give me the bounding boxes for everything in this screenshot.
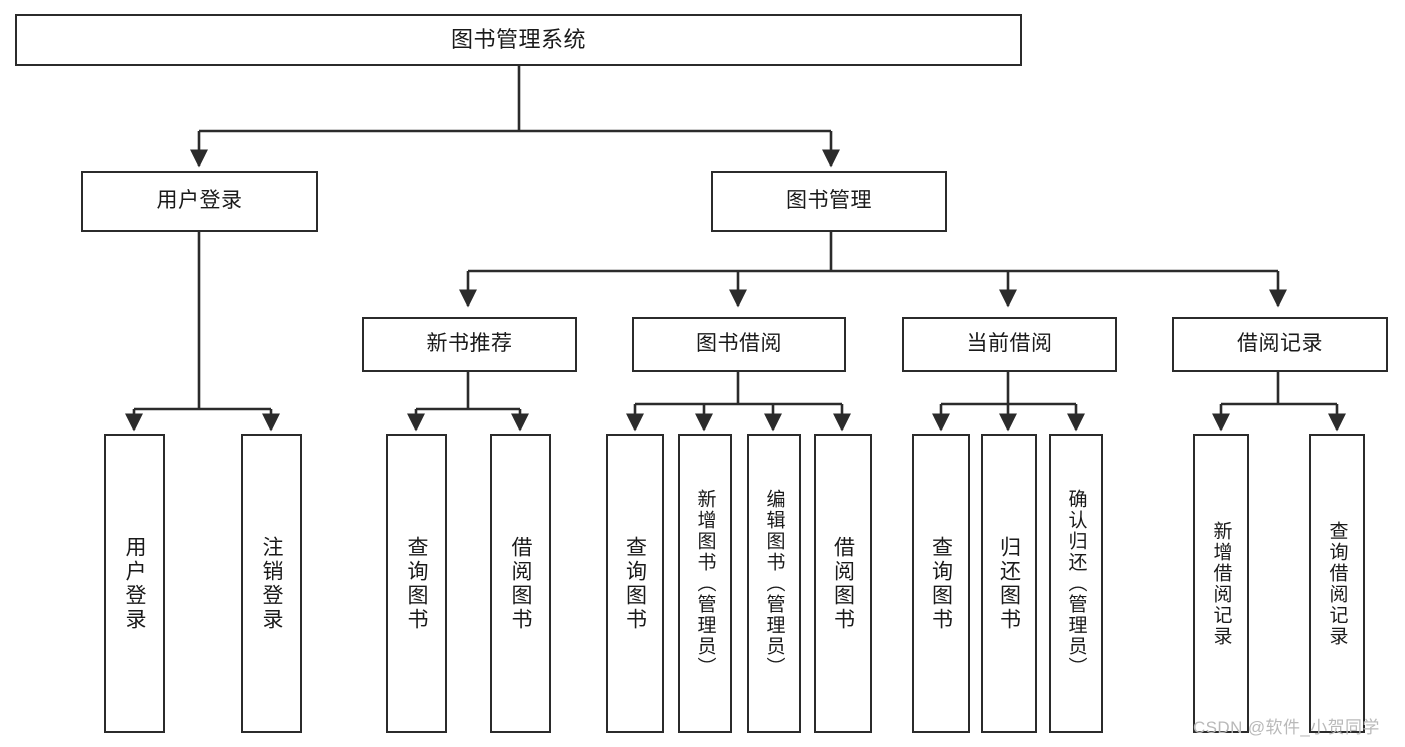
node-borrow-record[interactable]: 借阅记录 [1172, 317, 1388, 372]
node-leaf-query-record-label: 查询借阅记录 [1326, 520, 1348, 647]
node-leaf-query-book-c[interactable]: 查询图书 [912, 434, 970, 733]
node-leaf-confirm-return-label: 确认归还（管理员） [1065, 489, 1087, 678]
node-leaf-return-book-label: 归还图书 [997, 535, 1021, 632]
node-leaf-edit-book[interactable]: 编辑图书（管理员） [747, 434, 801, 733]
node-new-book-recommend[interactable]: 新书推荐 [362, 317, 577, 372]
node-root-label: 图书管理系统 [450, 27, 586, 53]
node-leaf-return-book[interactable]: 归还图书 [981, 434, 1037, 733]
watermark: CSDN @软件_小贺同学 [1193, 718, 1380, 737]
node-leaf-query-book-c-label: 查询图书 [929, 535, 953, 632]
node-leaf-user-login-label: 用户登录 [123, 535, 146, 632]
node-leaf-logout[interactable]: 注销登录 [241, 434, 302, 733]
node-new-book-recommend-label: 新书推荐 [426, 332, 513, 356]
node-book-manage-label: 图书管理 [786, 189, 872, 213]
node-leaf-add-book-label: 新增图书（管理员） [694, 489, 716, 678]
node-leaf-query-record[interactable]: 查询借阅记录 [1309, 434, 1365, 733]
node-current-borrow-label: 当前借阅 [966, 332, 1053, 356]
node-user-login[interactable]: 用户登录 [81, 171, 318, 232]
node-book-borrow[interactable]: 图书借阅 [632, 317, 846, 372]
node-leaf-logout-label: 注销登录 [260, 535, 283, 632]
node-current-borrow[interactable]: 当前借阅 [902, 317, 1117, 372]
node-leaf-add-book[interactable]: 新增图书（管理员） [678, 434, 732, 733]
node-user-login-label: 用户登录 [156, 189, 243, 213]
node-root[interactable]: 图书管理系统 [15, 14, 1022, 66]
node-book-borrow-label: 图书借阅 [696, 332, 782, 356]
node-leaf-borrow-book-a-label: 借阅图书 [509, 535, 532, 632]
node-leaf-borrow-book-b-label: 借阅图书 [831, 535, 855, 632]
node-leaf-query-book-b[interactable]: 查询图书 [606, 434, 664, 733]
node-leaf-borrow-book-b[interactable]: 借阅图书 [814, 434, 872, 733]
node-leaf-edit-book-label: 编辑图书（管理员） [763, 489, 785, 678]
node-leaf-query-book-a[interactable]: 查询图书 [386, 434, 447, 733]
node-leaf-user-login[interactable]: 用户登录 [104, 434, 165, 733]
node-book-manage[interactable]: 图书管理 [711, 171, 947, 232]
node-leaf-add-record[interactable]: 新增借阅记录 [1193, 434, 1249, 733]
node-leaf-confirm-return[interactable]: 确认归还（管理员） [1049, 434, 1103, 733]
node-leaf-query-book-a-label: 查询图书 [405, 535, 428, 632]
node-leaf-query-book-b-label: 查询图书 [623, 535, 647, 632]
node-leaf-borrow-book-a[interactable]: 借阅图书 [490, 434, 551, 733]
node-borrow-record-label: 借阅记录 [1237, 332, 1323, 356]
node-leaf-add-record-label: 新增借阅记录 [1210, 520, 1232, 647]
